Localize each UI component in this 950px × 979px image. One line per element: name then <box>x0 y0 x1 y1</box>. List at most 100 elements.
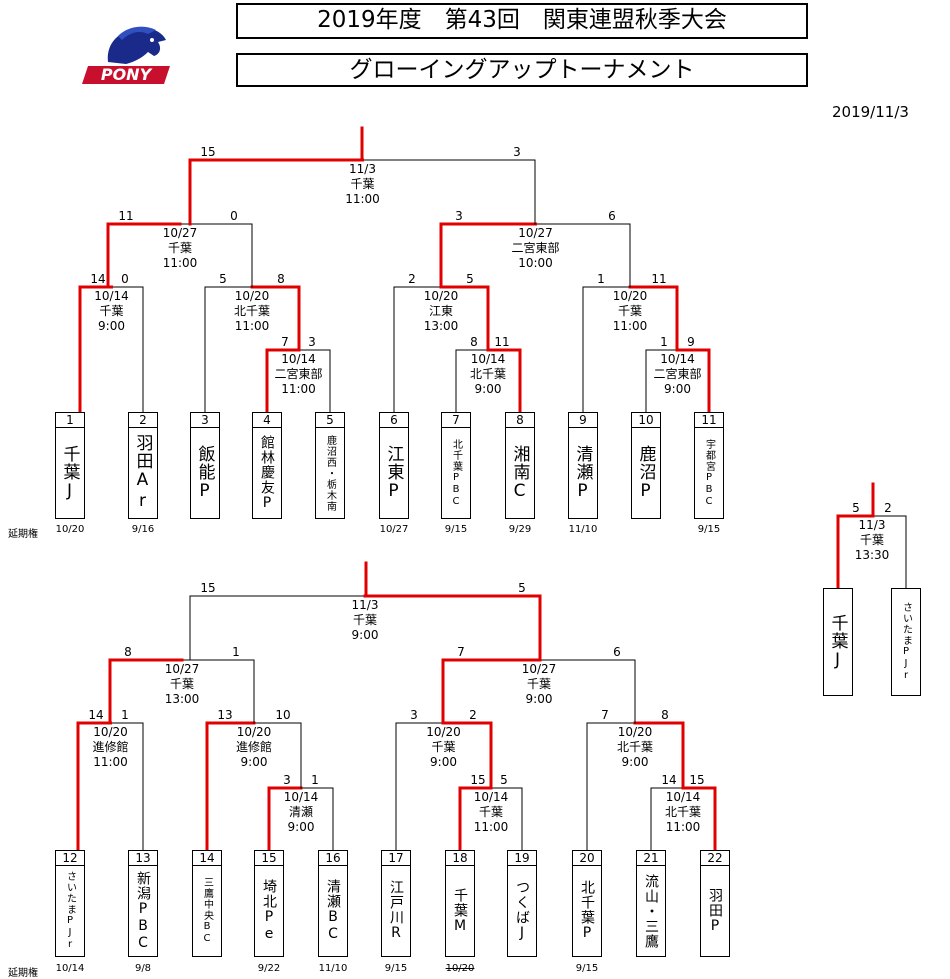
score-right: 3 <box>308 335 316 349</box>
match-date: 10/14 <box>469 352 507 367</box>
match-time: 13:00 <box>163 692 201 707</box>
match-venue: 清瀬 <box>287 805 314 820</box>
score-left: 15 <box>470 773 486 787</box>
score-left: 8 <box>470 335 478 349</box>
team-name: 千葉M <box>452 887 468 935</box>
match-venue: 北千葉 <box>232 304 271 319</box>
team-name: 埼北Pe <box>261 879 277 943</box>
final-team-slot: さいたまPJr <box>891 588 921 696</box>
score-left: 2 <box>408 272 416 286</box>
score-right: 8 <box>277 272 285 286</box>
team-name: 飯能P <box>194 444 215 502</box>
match-date: 10/27 <box>517 226 554 241</box>
postponement-date: 9/22 <box>257 963 281 974</box>
logo-text: PONY <box>101 65 153 84</box>
postponement-date: 9/16 <box>131 524 155 535</box>
score-left: 15 <box>200 581 216 595</box>
score-left: 14 <box>88 708 104 722</box>
score-left: 7 <box>457 645 465 659</box>
team-number: 4 <box>253 413 281 428</box>
match-date: 10/20 <box>422 289 460 304</box>
team-name: 鹿沼西・栃木南 <box>324 434 336 512</box>
match-venue: 江東 <box>427 304 454 319</box>
match-date: 10/14 <box>93 289 130 304</box>
match-time: 10:00 <box>517 256 554 271</box>
team-name: 北千葉P <box>579 880 595 942</box>
team-name: 羽田P <box>707 887 723 935</box>
postponement-label: 延期権 <box>8 529 38 540</box>
postponement-date: 10/27 <box>379 524 409 535</box>
page-subtitle: グローイングアップトーナメント <box>236 53 808 87</box>
score-right: 5 <box>466 272 474 286</box>
match-venue: 千葉 <box>477 805 504 820</box>
score-left: 7 <box>281 335 289 349</box>
team-name: 三鷹中央BC <box>201 877 213 945</box>
team-number: 3 <box>191 413 219 428</box>
match-date: 10/20 <box>235 725 273 740</box>
score-right: 9 <box>687 335 695 349</box>
score-right: 11 <box>651 272 667 286</box>
score-left: 14 <box>90 272 106 286</box>
match-time: 9:00 <box>97 319 126 334</box>
team-number: 8 <box>506 413 534 428</box>
score-right: 5 <box>500 773 508 787</box>
score-left: 14 <box>661 773 677 787</box>
match-venue: 千葉 <box>168 677 195 692</box>
match-date: 10/14 <box>280 352 317 367</box>
team-number: 6 <box>380 413 408 428</box>
postponement-date: 10/14 <box>55 963 85 974</box>
match-time: 9:00 <box>473 382 503 397</box>
match-time: 9:00 <box>524 692 554 707</box>
team-number: 18 <box>446 851 474 866</box>
match-venue: 千葉 <box>430 740 457 755</box>
team-number: 17 <box>382 851 410 866</box>
team-name: 千葉J <box>59 444 80 502</box>
score-left: 5 <box>219 272 227 286</box>
score-right: 6 <box>608 209 616 223</box>
match-date: 10/14 <box>472 790 510 805</box>
score-left: 8 <box>124 645 132 659</box>
team-slot: 3 飯能P <box>190 412 220 519</box>
match-date: 10/20 <box>425 725 462 740</box>
match-time: 11:00 <box>344 192 381 207</box>
team-slot: 18 千葉M <box>445 850 475 957</box>
team-number: 14 <box>193 851 221 866</box>
match-date: 11/3 <box>857 518 887 533</box>
match-time: 9:00 <box>286 820 316 835</box>
match-time: 9:00 <box>239 755 269 770</box>
score-left: 3 <box>455 209 463 223</box>
tournament-date: 2019/11/3 <box>832 103 909 121</box>
match-time: 11:00 <box>161 256 199 271</box>
score-left: 15 <box>200 145 216 159</box>
team-name: 館林慶友P <box>259 434 275 512</box>
match-date: 11/3 <box>348 162 377 177</box>
team-name: 清瀬BC <box>325 879 341 943</box>
match-venue: 北千葉 <box>615 740 654 755</box>
score-right: 6 <box>613 645 621 659</box>
team-slot: 4 館林慶友P <box>252 412 282 519</box>
score-right: 1 <box>232 645 240 659</box>
team-number: 10 <box>632 413 660 428</box>
match-date: 10/27 <box>163 662 201 677</box>
team-name: 江東P <box>383 444 404 502</box>
match-venue: 千葉 <box>858 533 885 548</box>
final-team-name: 千葉J <box>827 613 848 671</box>
